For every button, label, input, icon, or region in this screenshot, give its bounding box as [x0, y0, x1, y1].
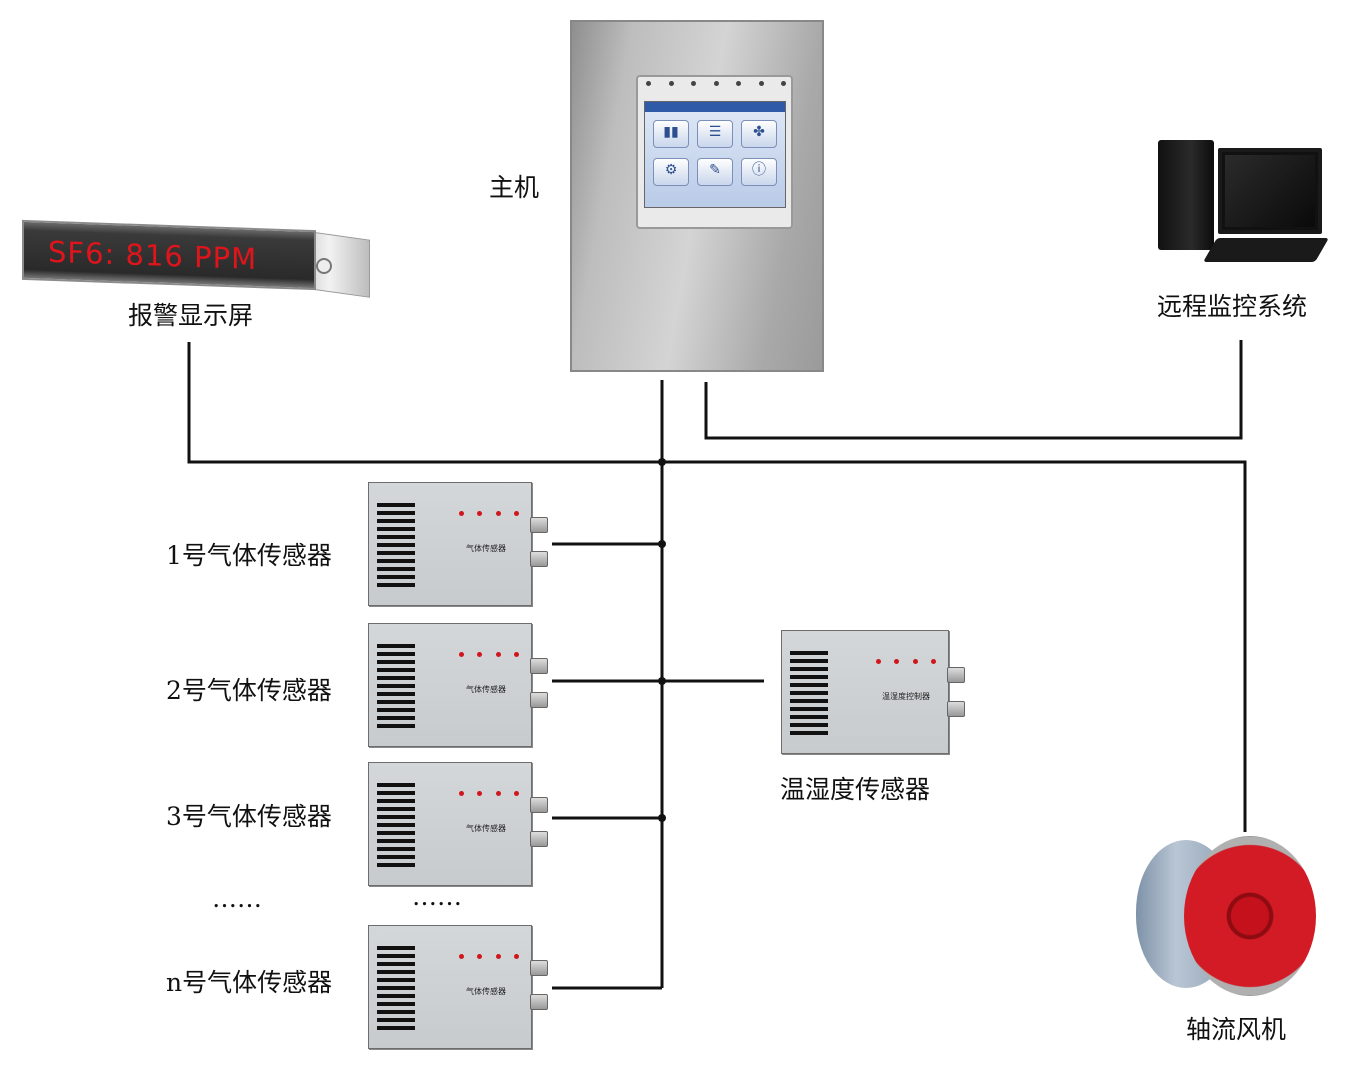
junction-sensor-3 — [658, 814, 666, 822]
vent-grille — [377, 946, 415, 1032]
wrench-icon: ✎ — [697, 158, 733, 186]
temp-humidity-sensor: 温湿度控制器 — [781, 630, 965, 754]
gas-sensor-2: 气体传感器 — [368, 623, 548, 747]
vent-grille — [377, 644, 415, 730]
bar-chart-icon: ▮▮ — [653, 120, 689, 148]
wire-alarm-display — [187, 342, 1247, 832]
sensor-plate: 气体传感器 — [466, 544, 506, 553]
vent-grille — [790, 651, 828, 737]
junction-sensor-1 — [658, 540, 666, 548]
sensor-plate: 气体传感器 — [466, 824, 506, 833]
gas-sensor-3: 气体传感器 — [368, 762, 548, 886]
label-sensor-n: n号气体传感器 — [166, 968, 333, 997]
display-knob-icon — [316, 258, 332, 274]
host-indicator-row — [646, 81, 786, 101]
host-control-panel: ▮▮ ☰ ✤ ⚙ ✎ ⓘ — [636, 75, 793, 229]
junction-bus — [658, 458, 666, 466]
label-sensor-3: 3号气体传感器 — [166, 802, 332, 831]
pc-keyboard — [1203, 238, 1329, 262]
display-readout: SF6: 816 PPM — [48, 234, 258, 277]
wire-remote-monitoring — [704, 340, 1243, 440]
pc-monitor — [1218, 148, 1322, 234]
info-icon: ⓘ — [741, 158, 777, 186]
sensor-plate: 气体传感器 — [466, 685, 506, 694]
junction-sensor-2 — [658, 677, 666, 685]
fan-icon: ✤ — [741, 120, 777, 148]
ellipsis-mid: …… — [412, 882, 462, 911]
host-screen-titlebar — [645, 102, 785, 112]
host-unit: ▮▮ ☰ ✤ ⚙ ✎ ⓘ — [570, 20, 824, 372]
alarm-display-device: SF6: 816 PPM — [22, 219, 370, 298]
ellipsis-left: …… — [212, 884, 262, 913]
host-touchscreen: ▮▮ ☰ ✤ ⚙ ✎ ⓘ — [644, 101, 786, 208]
label-sensor-2: 2号气体传感器 — [166, 676, 332, 705]
sensor-plate: 温湿度控制器 — [882, 692, 930, 701]
gear-icon: ⚙ — [653, 158, 689, 186]
vent-grille — [377, 503, 415, 589]
label-sensor-1: 1号气体传感器 — [166, 541, 332, 570]
list-icon: ☰ — [697, 120, 733, 148]
label-axial-fan: 轴流风机 — [1186, 1015, 1287, 1044]
vent-grille — [377, 783, 415, 869]
gas-sensor-n: 气体传感器 — [368, 925, 548, 1049]
axial-fan-icon — [1184, 836, 1316, 996]
label-remote-monitoring: 远程监控系统 — [1157, 292, 1308, 321]
gas-sensor-1: 气体传感器 — [368, 482, 548, 606]
label-host: 主机 — [489, 173, 540, 202]
label-temp-humidity: 温湿度传感器 — [780, 775, 931, 804]
label-alarm-display: 报警显示屏 — [128, 301, 254, 330]
pc-tower — [1158, 140, 1214, 250]
sensor-plate: 气体传感器 — [466, 987, 506, 996]
display-face: SF6: 816 PPM — [22, 219, 316, 291]
